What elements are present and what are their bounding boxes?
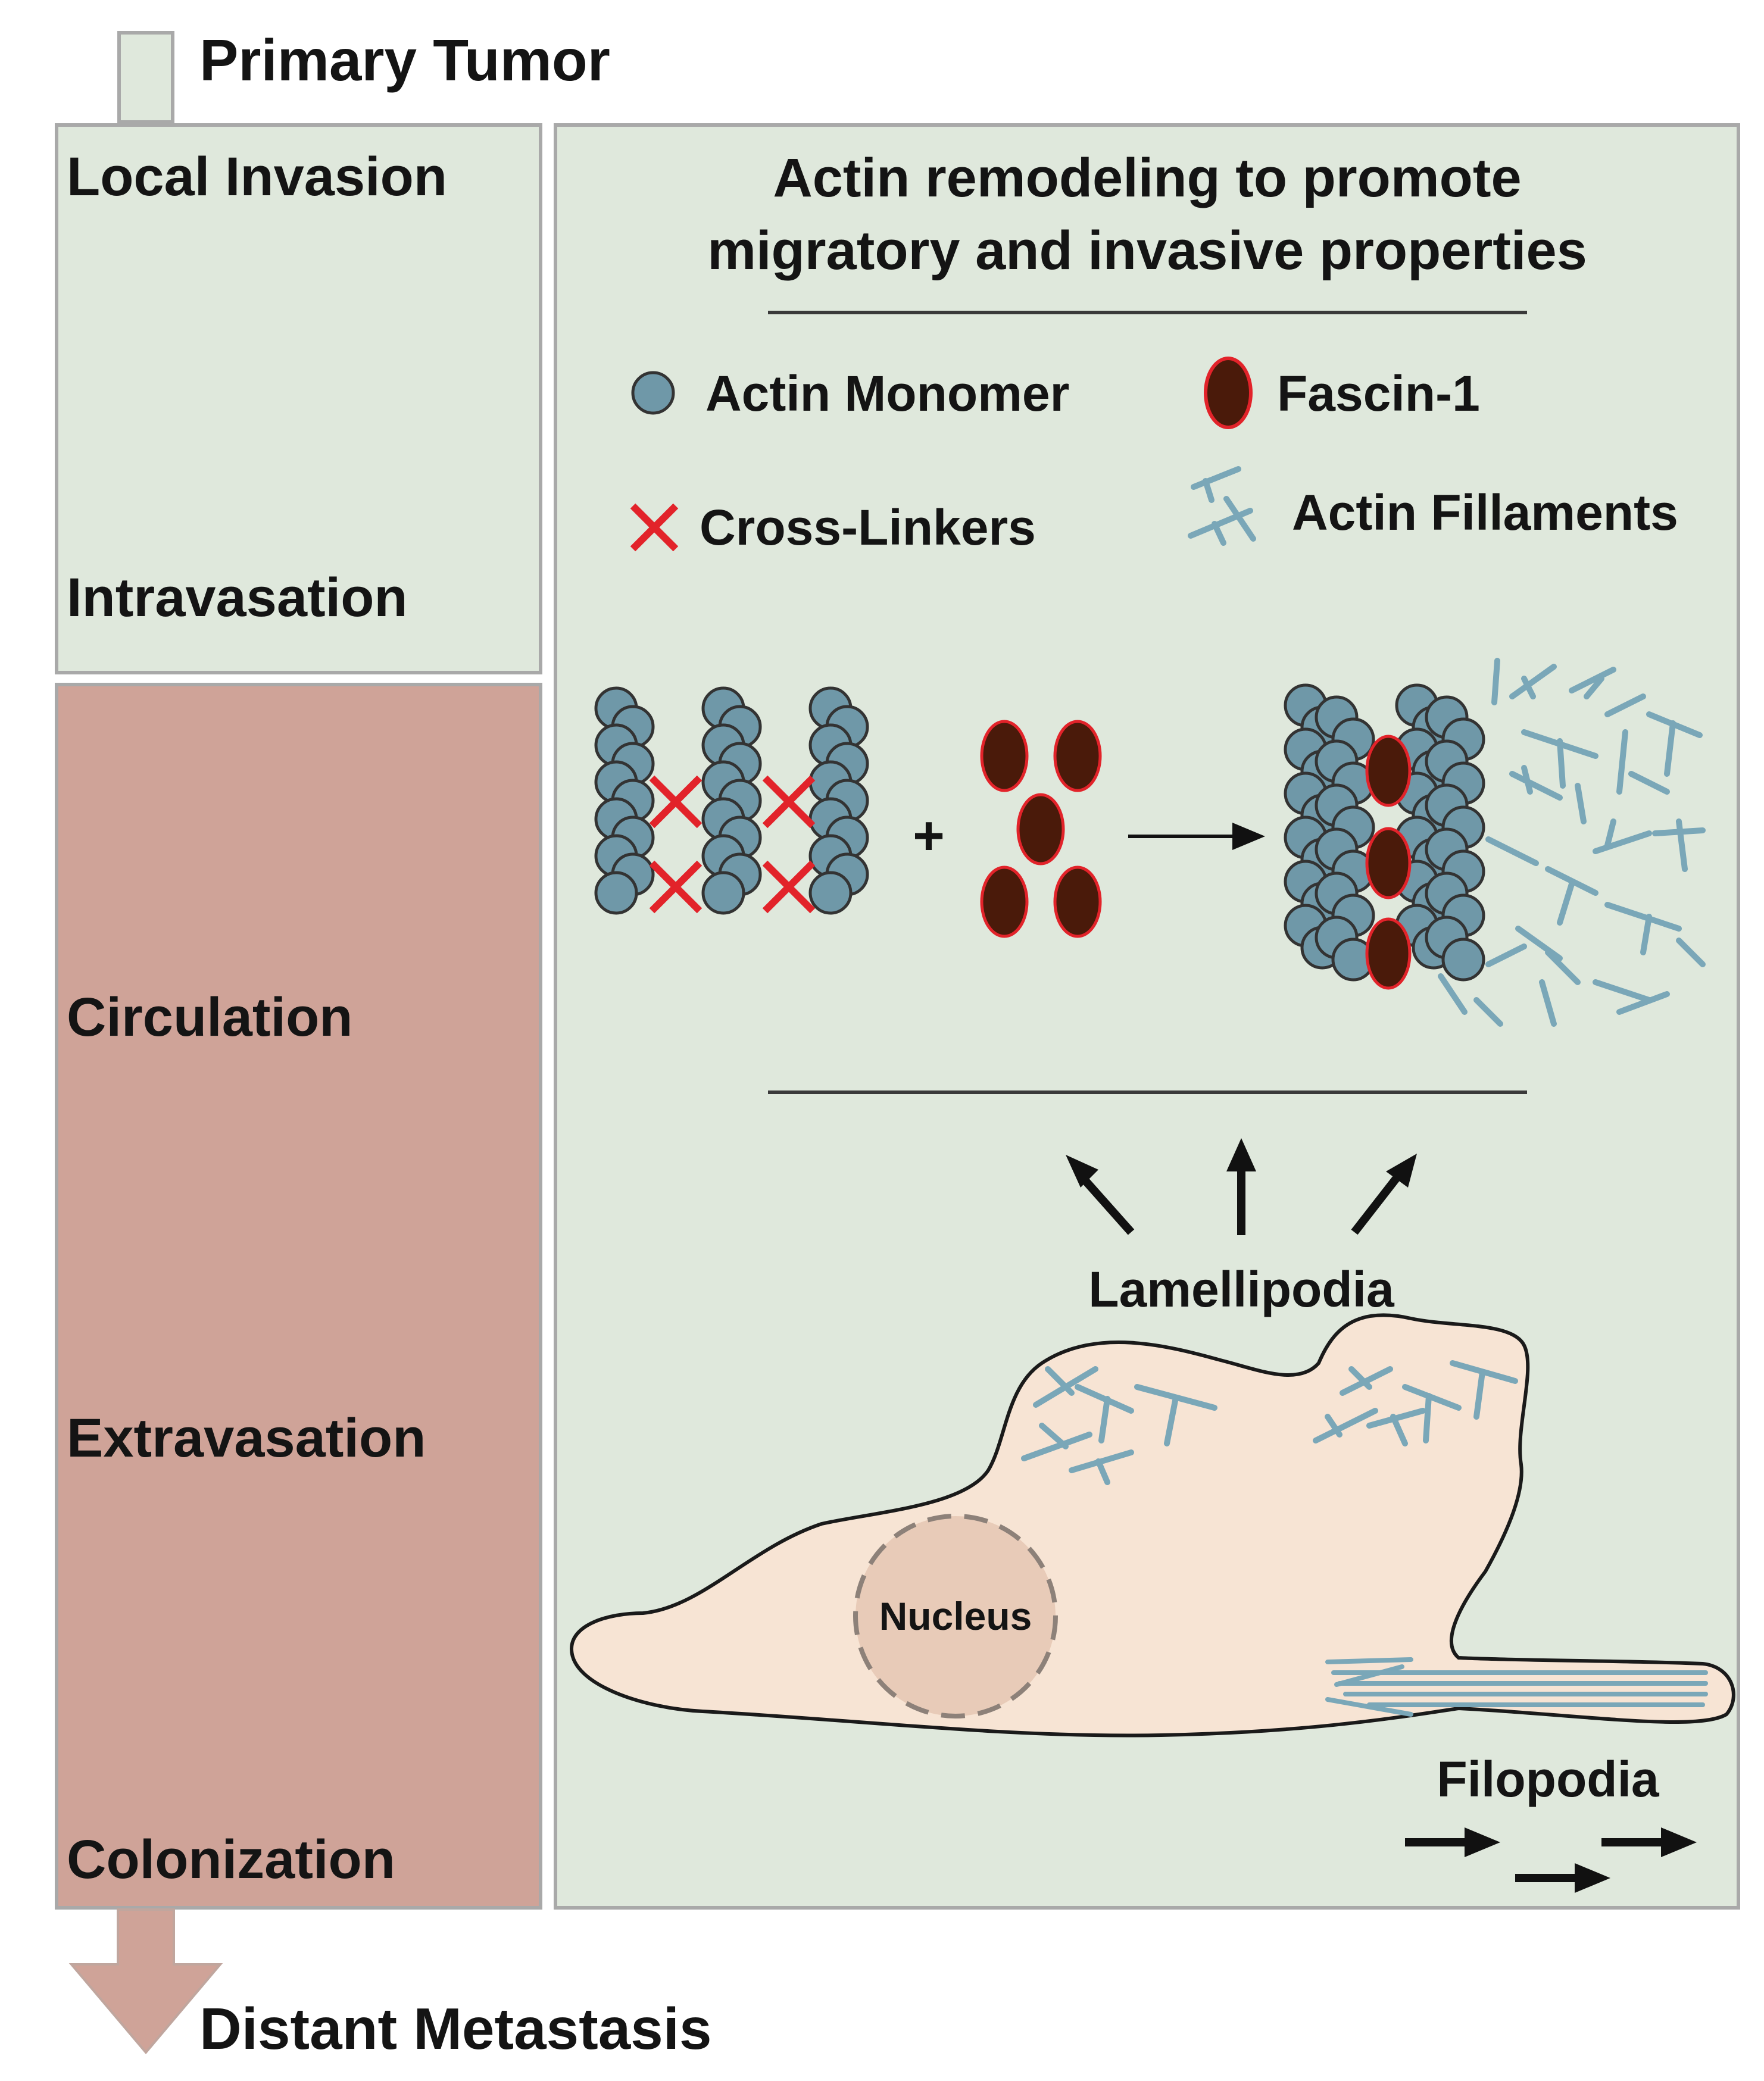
actin-filament (1473, 997, 1503, 1027)
actin-filament (1676, 938, 1706, 967)
actin-monomer-icon (631, 371, 675, 415)
plus-sign: + (913, 805, 945, 866)
stage-circulation: Circulation (67, 987, 352, 1048)
legend-cross-linkers: Cross-Linkers (700, 499, 1036, 555)
filopodia-arrows (1405, 1827, 1697, 1893)
actin-filament (1676, 818, 1688, 872)
cross-linker-icon (630, 503, 679, 552)
legend-fascin: Fascin-1 (1277, 365, 1480, 421)
actin-filament (1575, 783, 1587, 824)
actin-filament (1604, 693, 1646, 717)
primary-tumor-label: Primary Tumor (199, 27, 610, 93)
panel-title-line1: Actin remodeling to promote (773, 148, 1521, 208)
lamellipodia-arrows (1066, 1138, 1417, 1235)
actin-filament (1438, 973, 1468, 1015)
actin-filament (1557, 881, 1575, 926)
nucleus-label: Nucleus (879, 1594, 1032, 1638)
cell-lamellipodia-filaments (1021, 1360, 1518, 1485)
actin-filament (1521, 676, 1536, 699)
actin-filament (1584, 676, 1604, 699)
primary-tumor-arrow (117, 31, 174, 124)
actin-filament (1593, 979, 1652, 1003)
actin-monomer (808, 871, 853, 915)
late-stage-box (55, 683, 542, 1910)
early-stage-box (55, 123, 542, 674)
actin-filament (1664, 720, 1676, 777)
actin-monomer (1441, 938, 1485, 982)
actin-filament (1485, 943, 1527, 967)
actin-filament (1616, 729, 1628, 795)
actin-filament (1485, 836, 1539, 866)
distant-metastasis-arrow (68, 1908, 223, 2055)
fascin-icon (1204, 357, 1253, 429)
nucleus (853, 1514, 1058, 1718)
actin-filament (1539, 979, 1557, 1027)
stage-local-invasion: Local Invasion (67, 146, 447, 207)
actin-monomer (594, 871, 638, 915)
actin-filament (1604, 902, 1682, 932)
actin-filament-network (1438, 658, 1706, 1027)
actin-filament (1491, 658, 1500, 705)
actin-filament-icon (1188, 466, 1256, 546)
panel-title-line2: migratory and invasive properties (707, 220, 1587, 281)
fascin-bundled-actin (1284, 683, 1485, 982)
actin-filament (1640, 914, 1652, 955)
actin-filament (1593, 830, 1652, 854)
actin-filament (1557, 738, 1566, 789)
reaction-arrow (1128, 823, 1265, 850)
fascin-group (980, 720, 1102, 938)
lamellipodia-label: Lamellipodia (1088, 1261, 1395, 1317)
filopodia-filaments (1325, 1657, 1708, 1717)
filopodia-label: Filopodia (1437, 1751, 1660, 1807)
actin-filament (1616, 991, 1670, 1015)
actin-monomer (701, 871, 745, 915)
actin-filament (1545, 949, 1581, 985)
legend-actin-filaments: Actin Fillaments (1292, 485, 1678, 540)
actin-filament (1509, 664, 1557, 699)
legend-actin-monomer: Actin Monomer (705, 365, 1069, 421)
cross-linkers-group (649, 775, 816, 914)
stage-extravasation: Extravasation (67, 1408, 426, 1468)
actin-filament (1509, 771, 1563, 801)
stage-intravasation: Intravasation (67, 567, 408, 628)
actin-filament (1604, 818, 1616, 848)
actin-filament (1628, 771, 1670, 795)
actin-filament (1521, 765, 1533, 795)
distant-metastasis-label: Distant Metastasis (199, 1996, 712, 2061)
stage-colonization: Colonization (67, 1829, 395, 1890)
actin-filament (1569, 667, 1616, 693)
crosslinked-actin-bundle (594, 686, 869, 915)
bundled-fascin-group (1365, 735, 1412, 990)
